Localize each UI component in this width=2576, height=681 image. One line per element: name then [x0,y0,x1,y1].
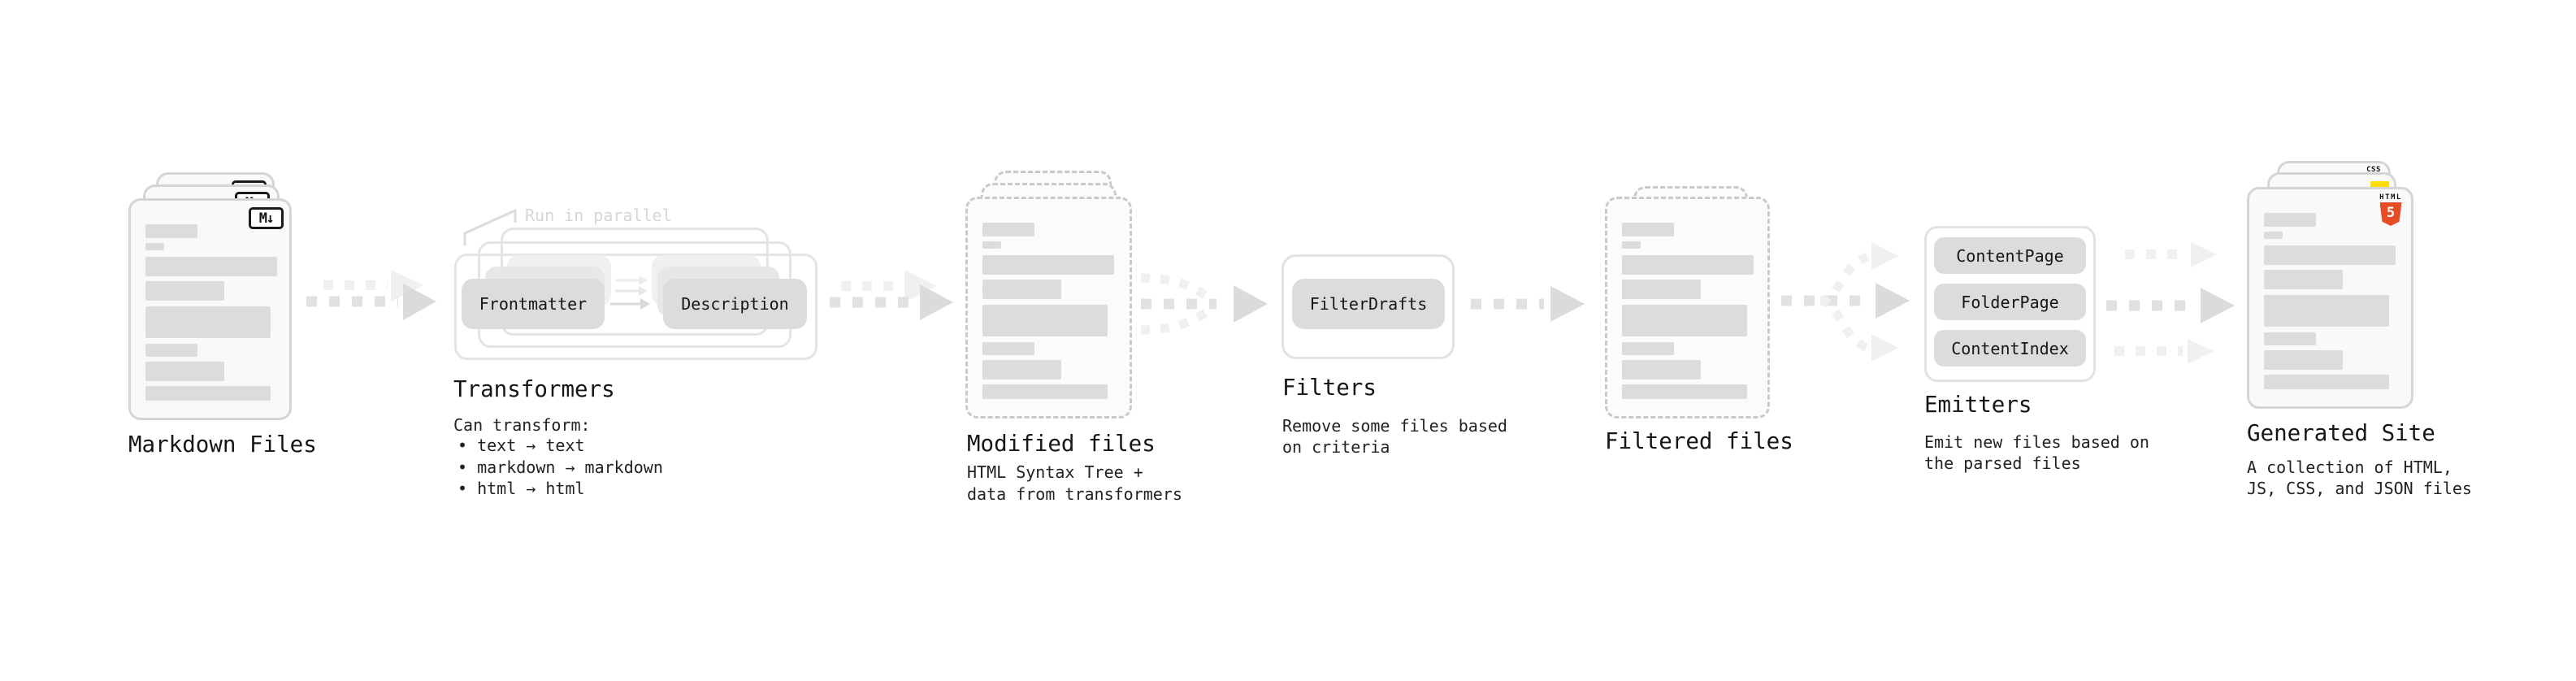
text-line-placeholder [2264,213,2316,227]
run-in-parallel-callout-line [463,208,517,245]
filtered-file-card-front [1605,197,1770,419]
generated-site-desc: A collection of HTML, [2247,458,2452,477]
generated-html-card-front: HTML 5 [2247,187,2413,409]
frontmatter-step-button[interactable]: Frontmatter [462,279,605,329]
description-step-button[interactable]: Description [663,279,807,329]
text-line-placeholder [2264,245,2396,265]
generated-site-desc: JS, CSS, and JSON files [2247,479,2472,498]
text-line-placeholder [982,384,1108,399]
filterdrafts-button[interactable]: FilterDrafts [1292,279,1445,329]
text-line-placeholder [1622,384,1747,399]
filters-desc: on criteria [1282,437,1390,457]
transformers-bullet: • markdown → markdown [458,458,663,477]
filters-desc: Remove some files based [1282,416,1507,436]
arrow-filtered-to-emitters-diverge [1781,242,1910,362]
text-line-placeholder [2264,332,2316,345]
contentpage-button[interactable]: ContentPage [1934,237,2086,274]
markdown-files-label: Markdown Files [128,432,317,458]
emitters-desc: the parsed files [1924,453,2081,473]
arrows-emitters-to-generated [2106,242,2235,364]
folderpage-button[interactable]: FolderPage [1934,284,2086,320]
generated-site-title: Generated Site [2247,420,2435,446]
text-line-placeholder [145,386,271,401]
text-line-placeholder [1622,342,1674,355]
transformers-bullet: • text → text [458,436,585,455]
text-line-placeholder [982,223,1034,236]
text-line-placeholder [1622,280,1701,299]
text-line-placeholder [2264,375,2389,389]
arrow-modified-to-filters-converge [1140,273,1268,335]
text-line-placeholder [982,360,1061,380]
modified-file-card-front [965,197,1132,419]
text-line-placeholder [145,306,271,338]
text-line-placeholder [1622,223,1674,236]
text-line-placeholder [2264,232,2283,239]
html5-badge-label: HTML [2379,193,2402,202]
parallel-step-arrows [610,275,650,310]
css-badge-label: CSS [2366,166,2381,174]
text-line-placeholder [145,243,164,250]
transformers-box-front [454,254,817,360]
text-line-placeholder [982,305,1108,336]
modified-files-title: Modified files [967,431,1156,457]
markdown-file-card-front: M↓ [128,198,292,420]
text-line-placeholder [145,257,277,276]
text-line-placeholder [982,342,1034,355]
transformers-title: Transformers [453,376,615,402]
text-line-placeholder [1622,360,1701,380]
run-in-parallel-note: Run in parallel [525,206,672,225]
arrow-filters-to-filtered [1471,286,1585,322]
text-line-placeholder [982,280,1061,299]
arrow-transformers-to-modified [830,270,953,320]
text-line-placeholder [1622,255,1754,275]
text-line-placeholder [145,224,197,238]
arrow-markdown-to-transformers [306,270,436,320]
text-line-placeholder [2264,295,2389,327]
markdown-icon: M↓ [249,207,284,229]
text-line-placeholder [1622,241,1641,249]
contentindex-button[interactable]: ContentIndex [1934,330,2086,367]
text-line-placeholder [2264,350,2343,370]
text-line-placeholder [982,241,1001,249]
filtered-files-label: Filtered files [1605,428,1793,454]
modified-files-desc: data from transformers [967,484,1182,504]
text-line-placeholder [2264,270,2343,289]
text-line-placeholder [145,281,224,301]
emitters-title: Emitters [1924,392,2032,418]
text-line-placeholder [145,362,224,381]
transformers-bullet: • html → html [458,479,585,498]
text-line-placeholder [982,255,1114,275]
transformers-intro: Can transform: [453,415,591,435]
html5-badge-shield: 5 [2379,202,2402,226]
text-line-placeholder [145,344,197,357]
emitters-desc: Emit new files based on [1924,432,2149,452]
modified-files-desc: HTML Syntax Tree + [967,462,1143,482]
text-line-placeholder [1622,305,1747,336]
filters-title: Filters [1282,375,1377,401]
html5-icon: HTML 5 [2379,194,2403,226]
